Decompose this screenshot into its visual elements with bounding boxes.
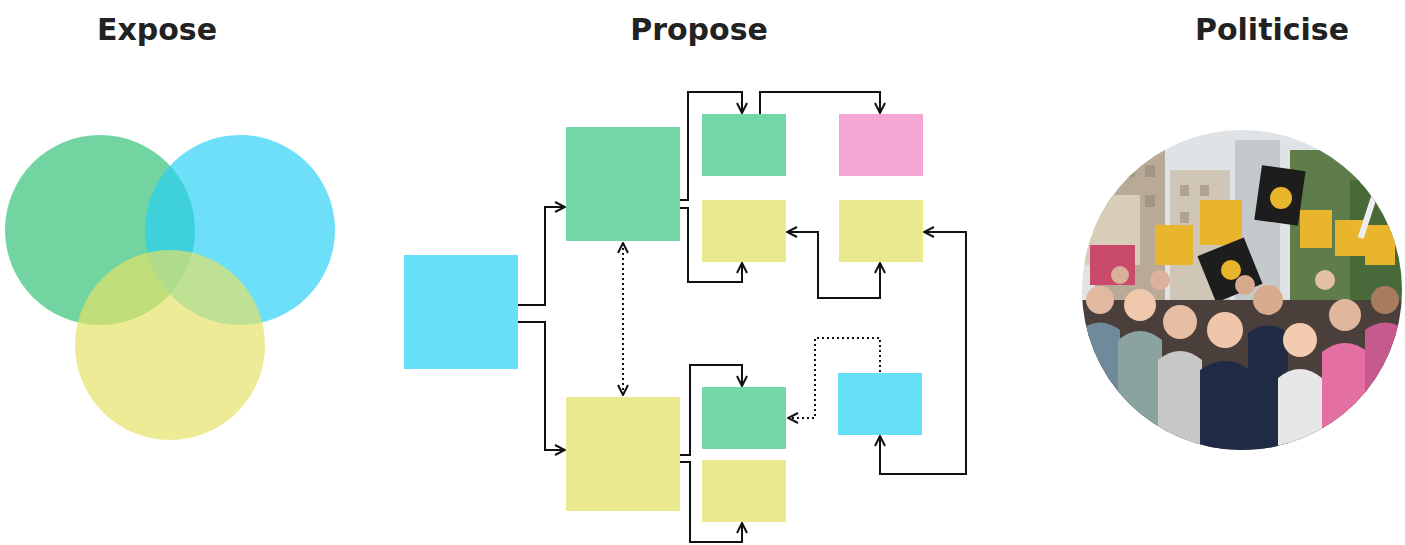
protest-photo (1080, 128, 1405, 468)
column-heading: Politicise (1195, 12, 1349, 48)
flowchart (404, 92, 966, 542)
venn-diagram (5, 135, 335, 440)
column-heading: Propose (630, 12, 768, 48)
column-heading: Expose (97, 12, 217, 48)
